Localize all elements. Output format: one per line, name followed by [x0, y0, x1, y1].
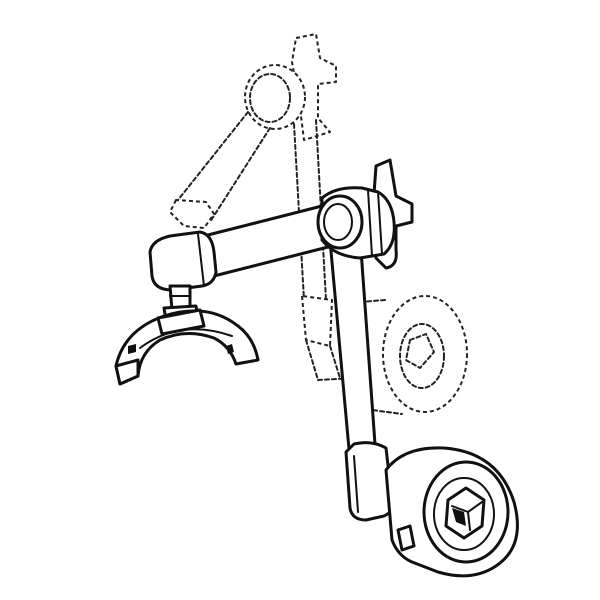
clamp-jaw-front	[114, 358, 140, 386]
ghost-base-nut	[405, 333, 435, 369]
lower-arm-tube	[328, 234, 378, 462]
ghost-arm-right-lower	[305, 339, 341, 381]
clamp-hole-right	[226, 344, 234, 354]
ghost-base-inner	[399, 323, 445, 389]
base-knob-face-inner	[433, 477, 495, 551]
ghost-base-outer	[382, 295, 468, 413]
left-joint-collar-line	[197, 233, 205, 287]
ghost-arm-position	[169, 33, 468, 415]
ghost-arm-right-collar	[301, 295, 333, 347]
base-knob-hex	[444, 486, 486, 540]
clamp-screw-block	[156, 308, 206, 336]
main-joint-face-inner	[323, 203, 353, 241]
ghost-joint-outer	[244, 64, 306, 130]
ghost-arm-left-end	[169, 199, 215, 229]
base-knob-tab	[396, 524, 416, 552]
lower-arm-collar-line	[353, 455, 359, 513]
ghost-arm-left	[177, 111, 271, 223]
clamp-hole-left	[128, 344, 136, 354]
base-knob-hex-detail	[451, 501, 483, 531]
ghost-wing-knob-top	[291, 33, 337, 141]
lower-arm-collar	[344, 441, 394, 522]
base-knob-hex-shadow	[452, 508, 466, 526]
main-joint-ridges	[367, 189, 383, 257]
solid-arm-position	[114, 158, 519, 578]
ghost-joint-inner	[249, 73, 291, 123]
left-joint-collar	[148, 230, 218, 292]
